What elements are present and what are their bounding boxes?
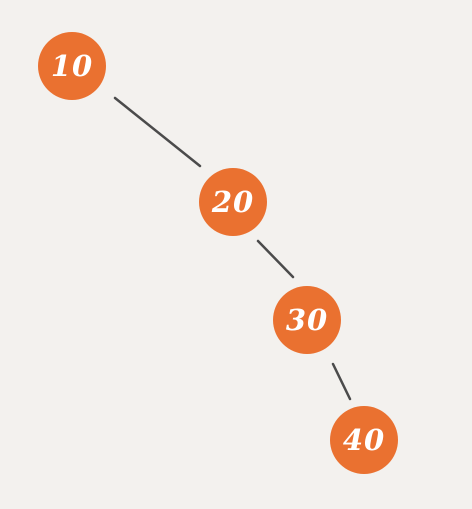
edge-n20-n30 bbox=[256, 239, 295, 279]
node-circle bbox=[199, 168, 267, 236]
tree-node-40: 40 bbox=[330, 406, 398, 474]
node-label: 40 bbox=[343, 423, 385, 457]
tree-node-10: 10 bbox=[38, 32, 106, 100]
edges-layer bbox=[113, 96, 352, 401]
node-label: 10 bbox=[51, 49, 93, 83]
node-circle bbox=[330, 406, 398, 474]
edge-n30-n40 bbox=[331, 362, 352, 401]
tree-node-30: 30 bbox=[273, 286, 341, 354]
node-circle bbox=[273, 286, 341, 354]
node-circle bbox=[38, 32, 106, 100]
node-label: 30 bbox=[286, 303, 328, 337]
node-label: 20 bbox=[211, 185, 254, 219]
nodes-layer: 10 20 30 40 bbox=[38, 32, 398, 474]
edge-n10-n20 bbox=[113, 96, 202, 168]
tree-node-20: 20 bbox=[199, 168, 267, 236]
